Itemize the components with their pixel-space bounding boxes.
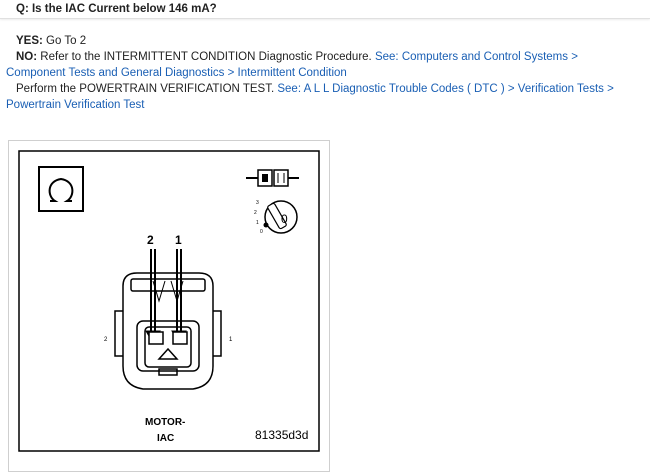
yes-text: Go To 2 — [46, 35, 87, 47]
yes-label: YES: — [16, 35, 43, 47]
ign-pos-3: 3 — [256, 200, 259, 206]
side-label-2: 2 — [104, 337, 108, 343]
connector-probe-icon — [246, 169, 299, 187]
powertrain-verification-link[interactable]: See: A L L Diagnostic Trouble Codes ( DT… — [6, 83, 614, 111]
intermittent-condition-link[interactable]: See: Computers and Control Systems > Com… — [6, 51, 578, 79]
perform-text: Perform the POWERTRAIN VERIFICATION TEST… — [16, 83, 275, 95]
pin-label-2: 2 — [147, 233, 154, 247]
no-text: Refer to the INTERMITTENT CONDITION Diag… — [40, 51, 372, 63]
ign-key-label: 0 — [281, 212, 288, 226]
caption-motor: MOTOR- — [145, 417, 185, 428]
iac-connector — [114, 272, 222, 390]
question-text: Q: Is the IAC Current below 146 mA? — [16, 3, 217, 15]
perform-line: Perform the POWERTRAIN VERIFICATION TEST… — [6, 81, 636, 113]
ohm-icon — [38, 166, 84, 212]
no-line: NO: Refer to the INTERMITTENT CONDITION … — [6, 49, 636, 81]
caption-iac: IAC — [157, 433, 174, 444]
procedure-content: YES: Go To 2 NO: Refer to the INTERMITTE… — [6, 33, 636, 113]
figure-code: 81335d3d — [255, 428, 308, 442]
no-label: NO: — [16, 51, 38, 63]
ign-pos-1: 1 — [256, 220, 259, 226]
probe-arrows — [145, 249, 187, 344]
pin-label-1: 1 — [175, 233, 182, 247]
diagram-svg: 3 2 1 0 0 2 1 — [18, 150, 320, 452]
ign-pos-0: 0 — [260, 229, 263, 235]
diagram-frame — [18, 150, 320, 452]
yes-line: YES: Go To 2 — [6, 33, 636, 49]
connector-diagram: 3 2 1 0 0 2 1 — [8, 140, 330, 472]
top-bar: Q: Is the IAC Current below 146 mA? — [0, 0, 650, 19]
ign-pos-2: 2 — [254, 210, 257, 216]
ignition-switch-icon: 3 2 1 0 0 — [254, 200, 298, 235]
side-label-1: 1 — [229, 337, 233, 343]
